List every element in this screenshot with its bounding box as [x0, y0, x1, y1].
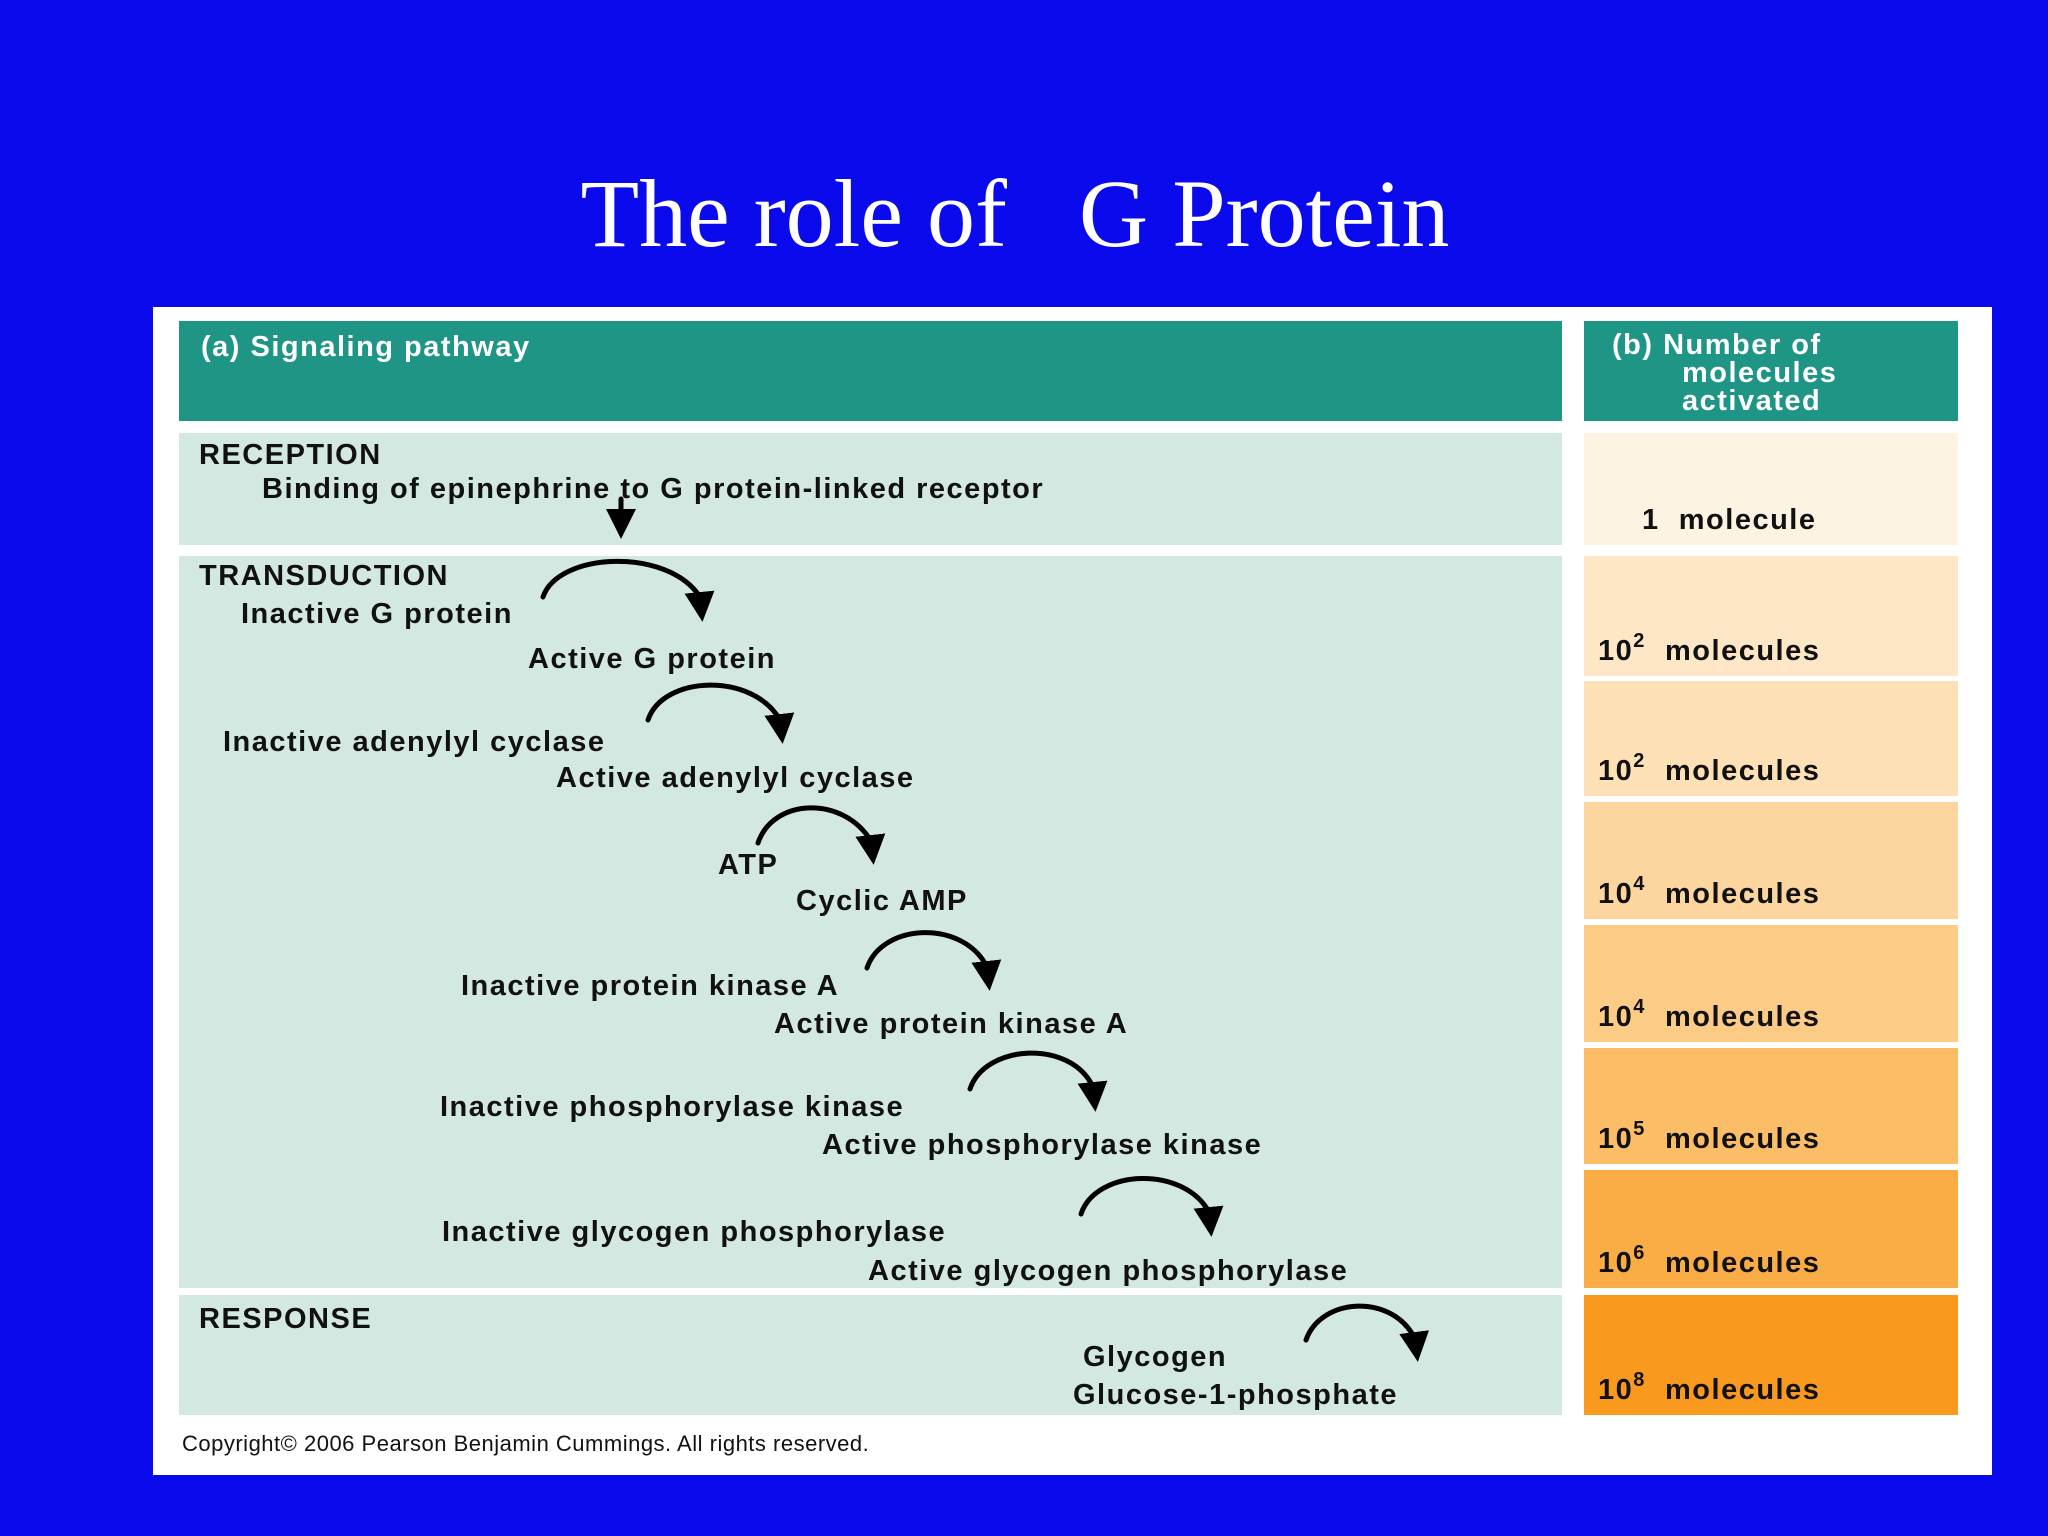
count-label: 102 molecules: [1598, 630, 1821, 667]
curved-arrow-icon: [645, 682, 795, 744]
pathway-step-active-g-protein: Active G protein: [528, 643, 776, 675]
pathway-arrows: [540, 496, 1430, 1362]
curved-arrow-icon: [540, 558, 715, 622]
header-b-line-2: molecules: [1682, 357, 1838, 389]
pathway-step-active-glycogen-phosphorylase: Active glycogen phosphorylase: [868, 1255, 1349, 1287]
pathway-step-inactive-glycogen-phosphorylase: Inactive glycogen phosphorylase: [442, 1216, 947, 1248]
signaling-figure: (a) Signaling pathway (b) Number of mole…: [153, 307, 1992, 1475]
curved-arrow-icon: [864, 930, 1002, 991]
pathway-step-glycogen: Glycogen: [1083, 1341, 1228, 1373]
count-cell: 104 molecules: [1584, 802, 1958, 919]
reception-stage-label: RECEPTION: [199, 439, 382, 471]
count-label: 105 molecules: [1598, 1118, 1821, 1155]
copyright-notice: Copyright© 2006 Pearson Benjamin Cumming…: [182, 1431, 870, 1456]
pathway-step-active-protein-kinase-a: Active protein kinase A: [774, 1008, 1129, 1040]
molecules-activated-header-label: (b) Number of molecules activated: [1612, 329, 1952, 417]
pathway-step-cyclic-amp: Cyclic AMP: [796, 885, 968, 917]
count-cell: 102 molecules: [1584, 556, 1958, 676]
count-cell: 104 molecules: [1584, 925, 1958, 1042]
header-b-line-1: (b) Number of: [1612, 329, 1822, 361]
pathway-step-active-phosphorylase-kinase: Active phosphorylase kinase: [822, 1129, 1263, 1161]
slide-title: The role of G Protein: [580, 160, 1450, 267]
transduction-stage-label: TRANSDUCTION: [199, 560, 449, 592]
pathway-step-active-adenylyl-cyclase: Active adenylyl cyclase: [556, 762, 915, 794]
pathway-step-atp: ATP: [718, 849, 779, 881]
count-cell: 102 molecules: [1584, 681, 1958, 796]
header-b-line-3: activated: [1682, 385, 1822, 417]
count-cell: 1 molecule: [1584, 433, 1958, 545]
curved-arrow-icon: [967, 1050, 1108, 1112]
pathway-step-epinephrine-binding: Binding of epinephrine to G protein-link…: [262, 473, 1045, 505]
count-label: 104 molecules: [1598, 873, 1821, 910]
count-label: 102 molecules: [1598, 750, 1821, 787]
count-label: 108 molecules: [1598, 1369, 1821, 1406]
signaling-pathway-header-label: (a) Signaling pathway: [201, 331, 531, 363]
count-cell: 105 molecules: [1584, 1048, 1958, 1164]
transduction-band: TRANSDUCTION Inactive G protein Active G…: [179, 556, 1562, 1288]
count-label: 104 molecules: [1598, 996, 1821, 1033]
pathway-step-inactive-g-protein: Inactive G protein: [241, 598, 513, 630]
response-stage-label: RESPONSE: [199, 1303, 373, 1335]
pathway-step-inactive-protein-kinase-a: Inactive protein kinase A: [461, 970, 840, 1002]
curved-arrow-icon: [755, 805, 886, 865]
count-label: 106 molecules: [1598, 1242, 1821, 1279]
count-label: 1 molecule: [1642, 504, 1817, 536]
reception-band: RECEPTION Binding of epinephrine to G pr…: [179, 433, 1562, 545]
pathway-step-inactive-phosphorylase-kinase: Inactive phosphorylase kinase: [440, 1091, 905, 1123]
molecules-activated-header: (b) Number of molecules activated: [1584, 321, 1958, 421]
curved-arrow-icon: [1078, 1176, 1224, 1237]
count-cell: 106 molecules: [1584, 1170, 1958, 1288]
signaling-pathway-header: (a) Signaling pathway: [179, 321, 1562, 421]
curved-arrow-icon: [1303, 1303, 1430, 1362]
count-cell: 108 molecules: [1584, 1295, 1958, 1415]
pathway-step-glucose-1-phosphate: Glucose-1-phosphate: [1073, 1379, 1398, 1411]
pathway-step-inactive-adenylyl-cyclase: Inactive adenylyl cyclase: [223, 726, 606, 758]
